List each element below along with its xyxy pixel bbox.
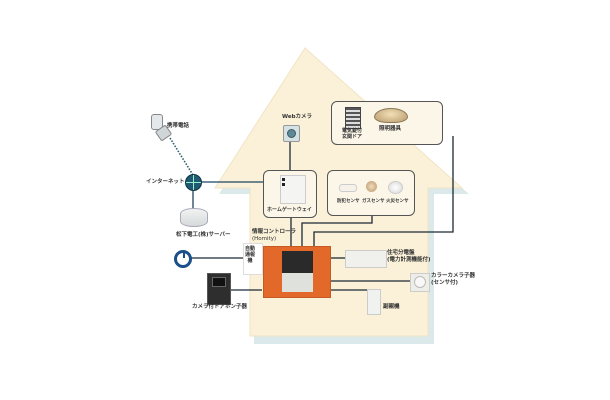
fire-sensor-icon [388, 181, 403, 194]
electric-lock-door-icon [345, 107, 361, 129]
lighting-label: 照明器具 [379, 126, 402, 132]
crime-sensor-icon [339, 184, 357, 192]
color-camera-label: カラーカメラ子器 [431, 273, 476, 279]
mobile-phone-label: 携帯電話 [167, 123, 190, 129]
emergency-ring-icon [174, 250, 192, 268]
web-camera-lens-icon [287, 129, 296, 138]
color-camera-sub-label: (センサ付) [431, 280, 459, 286]
sensors-group [327, 170, 415, 216]
controller-screen [282, 251, 313, 273]
gas-sensor-icon [366, 181, 377, 192]
home-gateway-led-icon [282, 178, 285, 181]
controller-buttons [282, 273, 313, 292]
server-icon [180, 208, 208, 227]
color-camera-lens-icon [414, 276, 426, 288]
sensors-controller-link [301, 215, 373, 247]
crime-sensor-label: 防犯センサ [337, 199, 360, 204]
electric-lock-door-label: 電気錠付 玄関ドア [342, 128, 363, 140]
sub-unit-label: 副親機 [383, 304, 400, 310]
home-gateway-icon [280, 175, 306, 204]
fire-sensor-label: 火災センサ [386, 199, 409, 204]
controller-sub-label: (Homity) [252, 236, 277, 242]
lighting-controller-link [313, 136, 454, 247]
server-label: 松下電工(株)サーバー [176, 232, 231, 238]
home-gateway-label: ホームゲートウェイ [267, 207, 312, 213]
lighting-icon [374, 108, 408, 123]
auto-notifier-label: 自動 通報 機 [245, 246, 256, 264]
home-gateway-led2-icon [282, 183, 285, 186]
web-camera-label: Webカメラ [282, 114, 313, 120]
internet-label: インターネット [146, 179, 185, 185]
distribution-board-icon [345, 250, 387, 268]
distribution-board-sub-label: (電力計測機能付) [387, 257, 431, 263]
controller-label: 情報コントローラ [252, 229, 297, 235]
door-phone-label: カメラ付ドアホン子器 [192, 304, 248, 310]
emergency-ring-dot [183, 252, 185, 258]
internet-globe-icon [185, 174, 202, 191]
sub-unit-icon [367, 289, 381, 315]
auto-notifier-box [243, 243, 263, 275]
phone-link [169, 137, 194, 176]
door-phone-camera-icon [212, 277, 226, 287]
distribution-board-label: 住宅分電盤 [387, 250, 415, 256]
gas-sensor-label: ガスセンサ [362, 199, 385, 204]
